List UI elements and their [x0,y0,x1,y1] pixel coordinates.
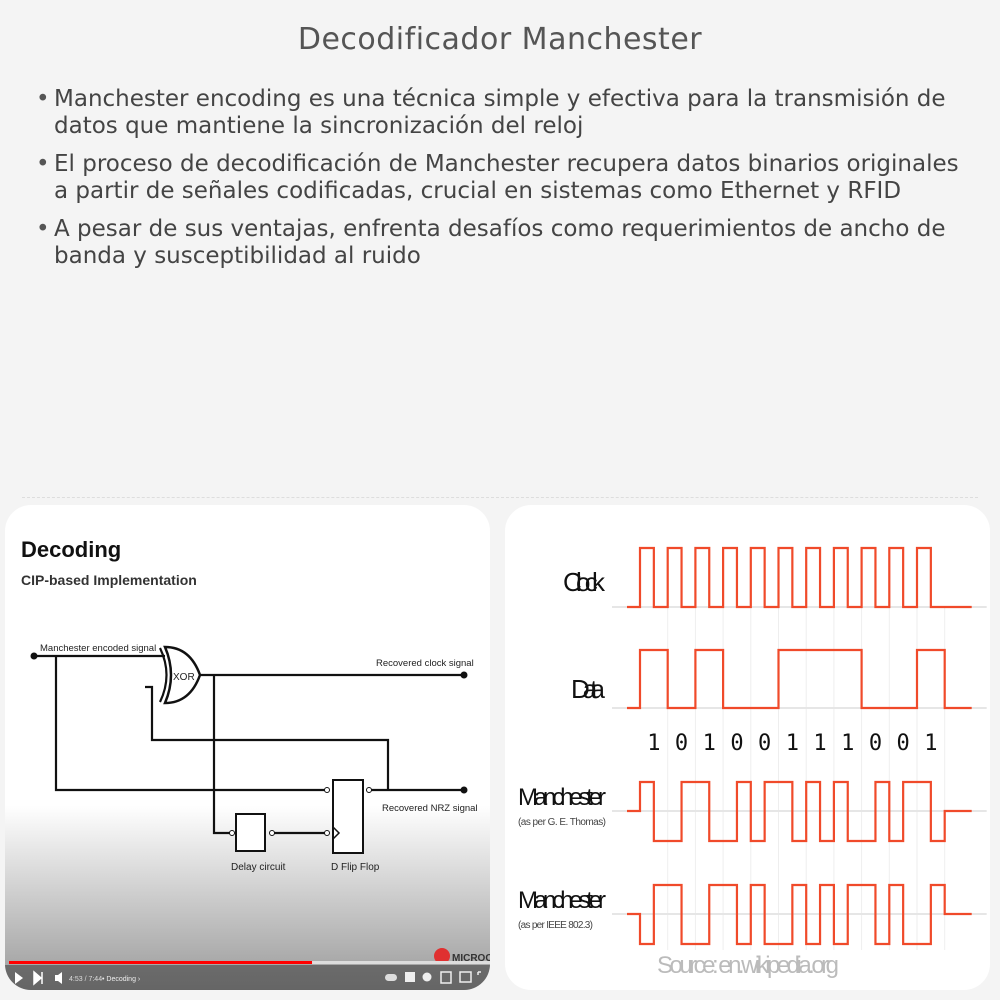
slide-subheading: CIP-based Implementation [21,572,197,588]
source-credit: Source: en.wikipedia.org [657,952,839,979]
bullet-item: Manchester encoding es una técnica simpl… [30,86,980,140]
bit-label: 1 [924,731,937,756]
play-icon[interactable] [15,972,23,984]
miniplayer-icon[interactable] [440,971,452,984]
bit-label: 0 [897,731,910,756]
next-icon[interactable] [33,970,43,986]
ieee-label: Manchester [518,887,606,914]
data-label: Data [571,674,606,704]
circuit-wires [34,654,462,835]
volume-icon[interactable] [55,972,62,984]
bit-label: 1 [813,731,826,756]
subtitles-icon[interactable] [405,972,415,982]
thomas-sublabel: (as per G. E. Thomas) [518,817,606,828]
video-player[interactable]: Decoding CIP-based Implementation XOR Ma… [5,505,490,990]
thomas-trace [627,780,972,843]
delay-circuit-block [235,813,266,852]
bit-label: 0 [869,731,882,756]
slide-heading: Decoding [21,537,121,562]
bit-label: 1 [703,731,716,756]
page-title: Decodificador Manchester [297,22,703,57]
bit-label: 0 [730,731,743,756]
nrz-output-label: Recovered NRZ signal [382,803,478,814]
autoplay-toggle[interactable] [385,974,397,981]
chapter-button[interactable]: • Decoding › [102,976,141,983]
bit-label: 1 [841,731,854,756]
thomas-label: Manchester [518,784,606,811]
ieee-sublabel: (as per IEEE 802.3) [518,920,593,931]
progress-fill[interactable] [9,961,313,964]
xor-gate: XOR [159,645,202,705]
settings-icon[interactable] [422,972,432,982]
pin-markers [229,787,372,836]
flipflop-label: D Flip Flop [331,862,380,873]
bit-label: 1 [647,731,660,756]
delay-label: Delay circuit [231,862,286,873]
bullet-item: A pesar de sus ventajas, enfrenta desafí… [30,216,980,270]
clock-output-label: Recovered clock signal [376,658,474,669]
microchip-logo: MICROCHIP [434,948,490,964]
bullet-item: El proceso de decodificación de Manchest… [30,151,980,205]
ieee-trace [627,883,972,946]
time-display: 4:53 / 7:44 [69,976,102,983]
bit-label: 1 [786,731,799,756]
fullscreen-icon[interactable] [477,971,481,975]
theater-icon[interactable] [459,971,472,983]
input-label: Manchester encoded signal [40,643,156,654]
clock-label: Clock [563,567,606,597]
clock-trace [627,546,972,609]
d-flip-flop-block [332,779,364,854]
bit-label: 0 [758,731,771,756]
svg-text:XOR: XOR [173,672,195,683]
bit-label: 0 [675,731,688,756]
svg-text:MICROCHIP: MICROCHIP [452,953,490,964]
manchester-waveform-diagram: Clock Data Manchester (as per G. E. Thom… [505,505,990,990]
data-trace [627,648,972,710]
divider [22,497,978,498]
bullet-list: Manchester encoding es una técnica simpl… [30,86,980,281]
